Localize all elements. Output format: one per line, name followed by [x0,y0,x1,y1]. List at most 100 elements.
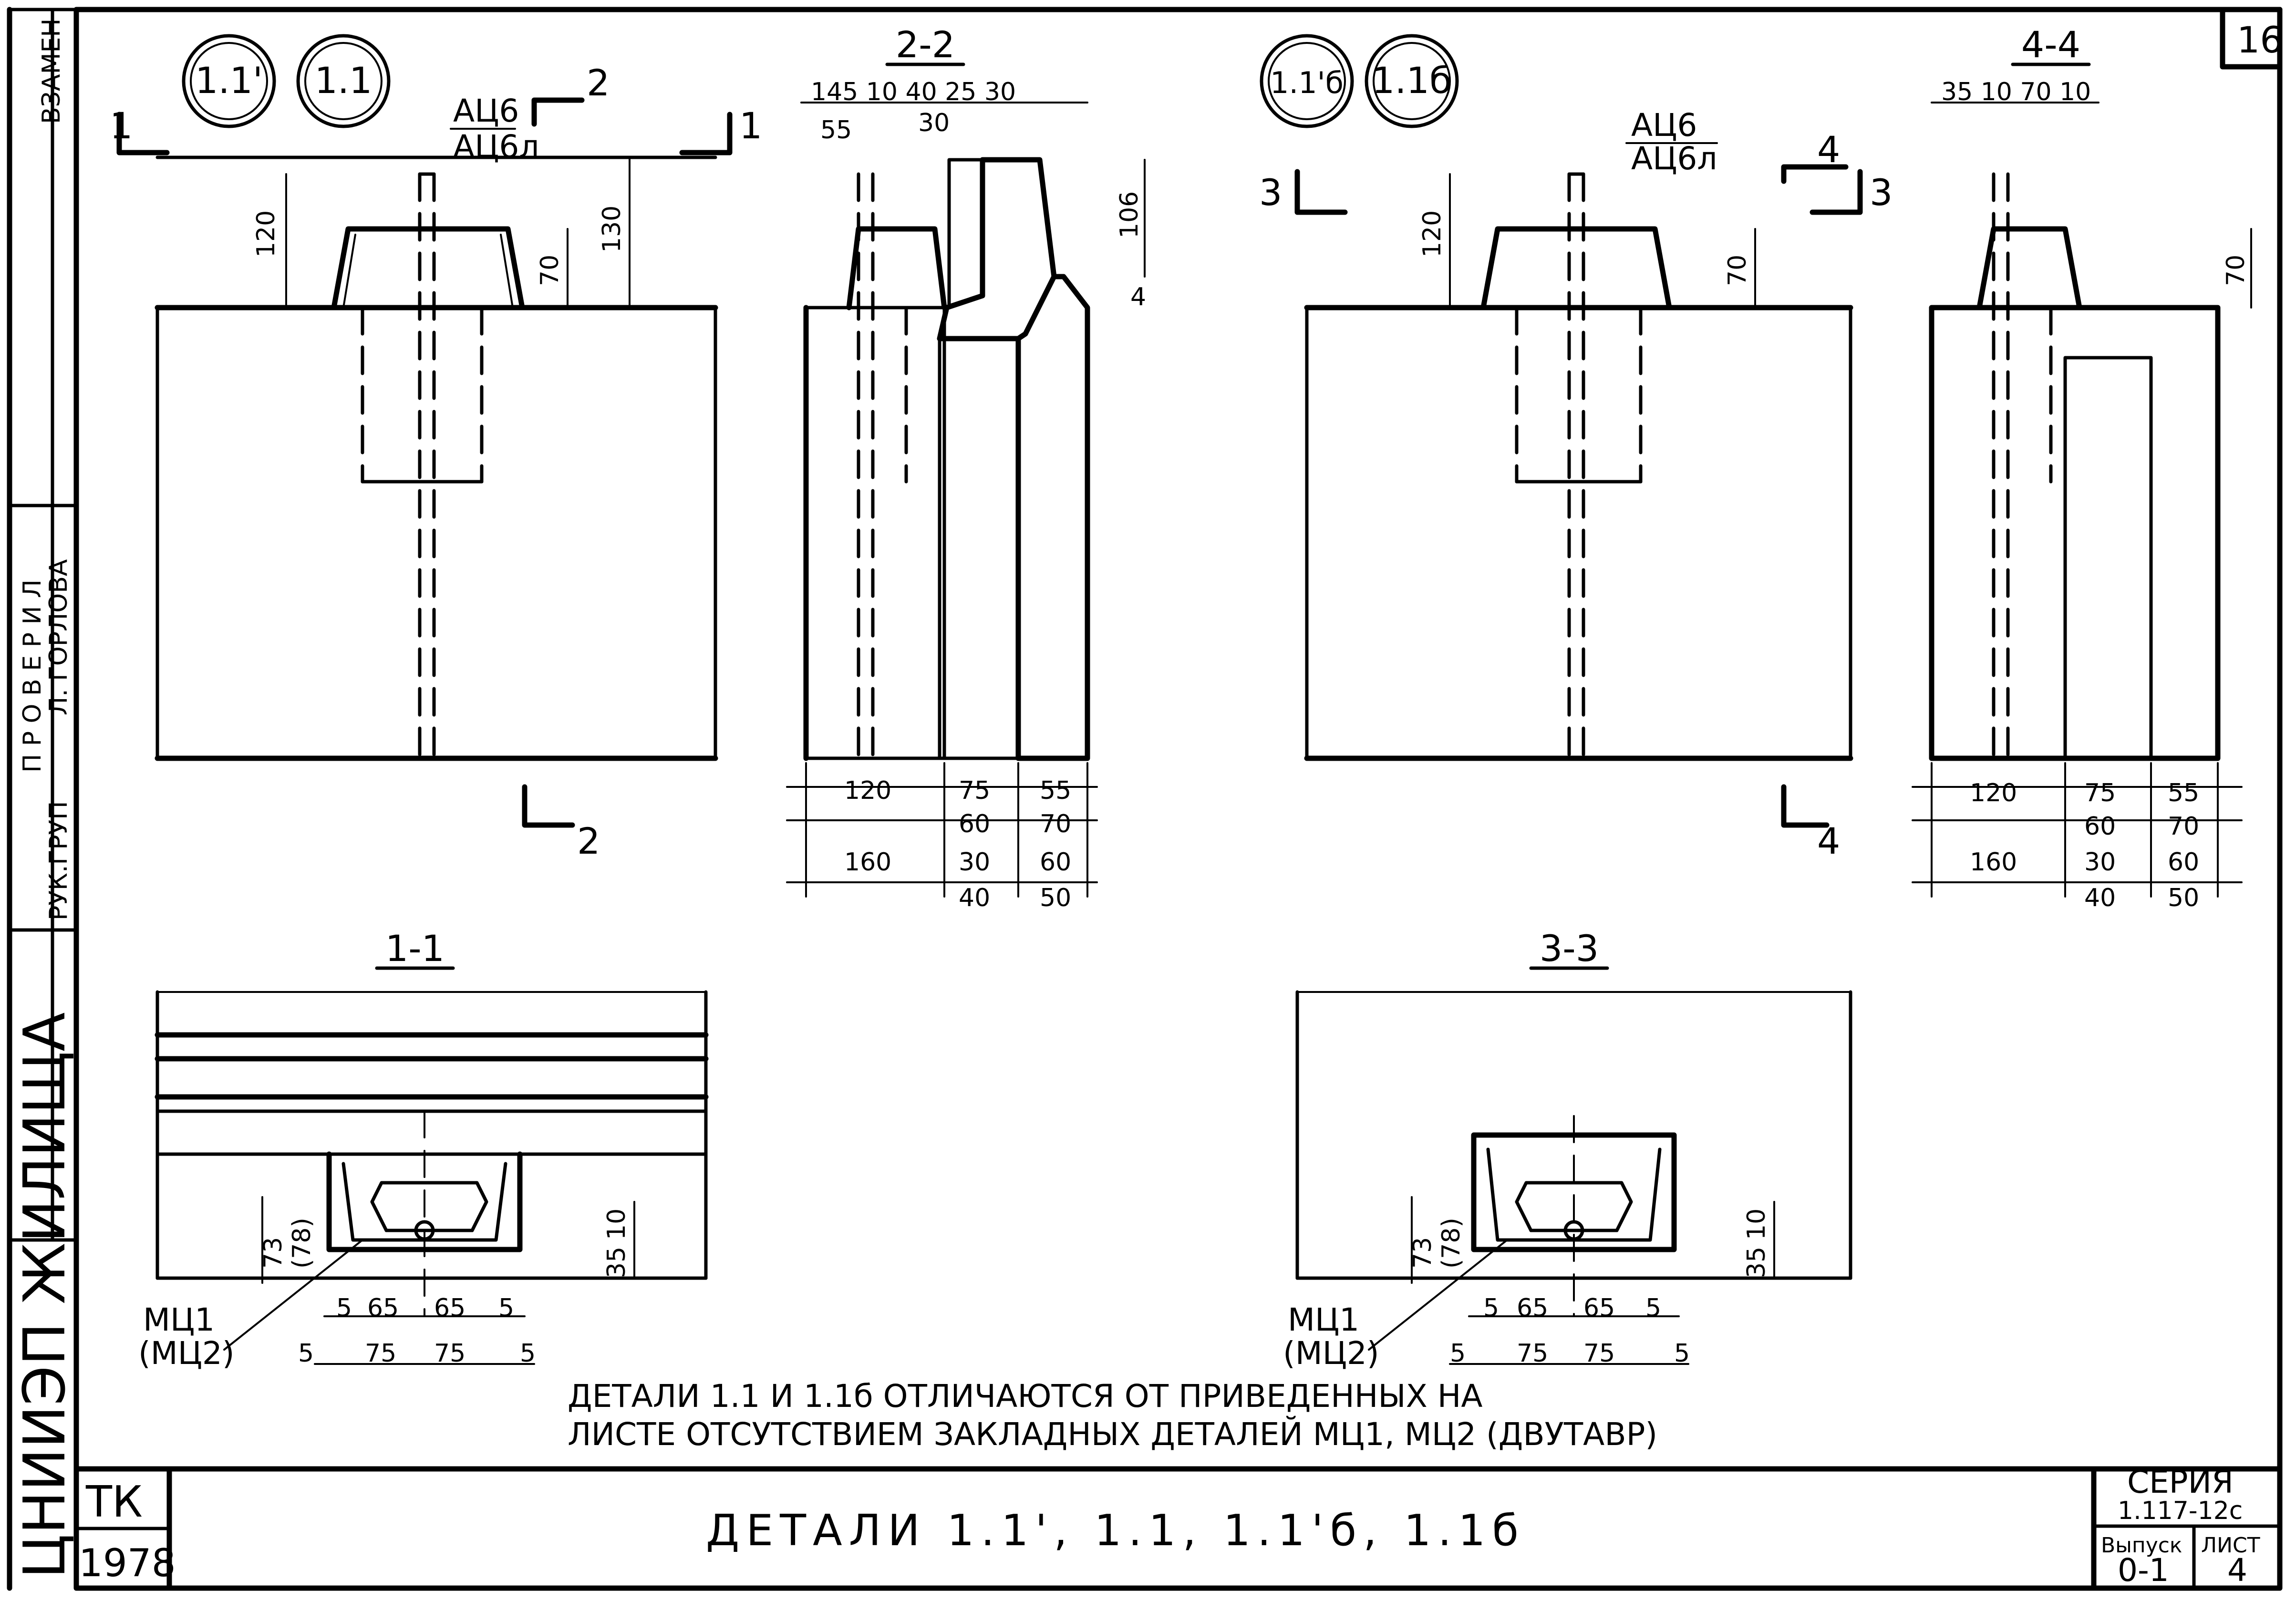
svg-text:70: 70 [1040,810,1071,838]
sheet-number-box [2220,7,2283,70]
series-label: СЕРИЯ [2127,1464,2234,1500]
margin-institute: ЦНИИЭП ЖИЛИЩА [12,1012,78,1579]
svg-text:160: 160 [1970,848,2017,877]
series-value: 1.117-12с [2118,1497,2243,1525]
svg-text:1: 1 [110,104,133,147]
svg-text:4: 4 [1130,283,1146,311]
svg-text:65: 65 [434,1294,465,1322]
detail-marker-d: 1.1б [1365,34,1459,128]
svg-text:(78): (78) [1437,1218,1466,1269]
section-2-2: 2-2 145 10 40 25 30 55 30 106 4 120 75 5… [786,23,1146,912]
svg-text:3: 3 [1870,171,1893,214]
svg-text:3: 3 [1259,171,1282,214]
section-3-3: 3-3 73 (78) 10 35 МЦ1 (МЦ2) 5 65 65 5 5 … [1283,927,1852,1372]
svg-text:5: 5 [1450,1339,1466,1368]
svg-text:120: 120 [844,776,891,805]
svg-text:АЦ6: АЦ6 [1631,107,1697,144]
svg-text:4: 4 [1817,128,1840,171]
svg-text:4: 4 [1817,820,1840,862]
svg-text:73: 73 [259,1237,288,1269]
svg-text:1.1: 1.1 [315,59,372,102]
section-1-1: 1-1 73 (78) 10 35 МЦ1 (МЦ2) 5 65 65 5 5 … [138,927,709,1372]
svg-text:50: 50 [1040,884,1071,912]
sheet-title: ДЕТАЛИ 1.1', 1.1, 1.1'б, 1.1б [706,1506,1525,1556]
svg-text:1.1': 1.1' [195,59,263,102]
svg-text:5: 5 [520,1339,536,1368]
svg-text:55: 55 [820,116,852,145]
svg-text:70: 70 [1723,255,1752,286]
detail-marker-c: 1.1'б [1260,34,1354,128]
label-mc2: (МЦ2) [138,1335,235,1372]
note-line-1: ДЕТАЛИ 1.1 И 1.1б ОТЛИЧАЮТСЯ ОТ ПРИВЕДЕН… [568,1378,1483,1415]
svg-text:65: 65 [1517,1294,1548,1322]
svg-text:60: 60 [1040,848,1071,877]
svg-text:2: 2 [577,820,600,862]
svg-text:75: 75 [1517,1339,1548,1368]
label-ac6: АЦ6 [453,93,519,129]
svg-text:120: 120 [1970,779,2017,807]
label-ac6l: АЦ6л [453,128,539,165]
issue-value: 0-1 [2118,1552,2169,1589]
section-2-2-title: 2-2 [896,23,955,66]
margin-ruk-grup: РУК.ГРУП [44,801,73,920]
svg-text:(МЦ2): (МЦ2) [1283,1335,1379,1372]
svg-text:75: 75 [1583,1339,1615,1368]
stamp-year: 1978 [79,1541,176,1585]
list-label: ЛИСТ [2201,1533,2260,1558]
section-3-3-title: 3-3 [1540,927,1599,970]
svg-text:1.1'б: 1.1'б [1270,65,1344,100]
svg-text:35: 35 [1742,1247,1771,1278]
svg-text:2: 2 [587,62,610,104]
issue-label: Выпуск [2101,1533,2182,1558]
svg-text:75: 75 [2084,779,2116,807]
svg-text:75: 75 [434,1339,465,1368]
stamp-org: ТК [85,1477,143,1527]
svg-text:160: 160 [844,848,891,877]
svg-text:40: 40 [2084,884,2116,912]
svg-text:5: 5 [498,1294,514,1322]
svg-text:65: 65 [1583,1294,1615,1322]
svg-text:73: 73 [1408,1237,1437,1269]
sheet-border [73,7,2283,1591]
svg-text:1: 1 [739,104,762,147]
svg-text:1.1б: 1.1б [1372,59,1452,102]
svg-text:75: 75 [365,1339,396,1368]
margin-proveril: П Р О В Е Р И Л [18,579,47,773]
svg-text:130: 130 [598,206,626,253]
svg-text:10: 10 [1742,1208,1771,1240]
sheet-number: 16 [2237,19,2283,61]
svg-text:30: 30 [959,848,990,877]
svg-text:70: 70 [2222,255,2250,286]
svg-text:70: 70 [2168,812,2199,841]
svg-text:10: 10 [602,1208,631,1240]
svg-text:120: 120 [252,210,280,258]
svg-text:106: 106 [1115,191,1144,238]
svg-text:(78): (78) [288,1218,316,1269]
detail-marker-b: 1.1 [296,34,391,128]
elevation-detail-1-1: 120 130 70 1 1 2 2 АЦ6 АЦ6л [110,62,762,862]
svg-text:5: 5 [336,1294,352,1322]
margin-name: Л. ГОРЛОВА [44,559,73,715]
svg-text:30: 30 [2084,848,2116,877]
label-mc1: МЦ1 [143,1301,215,1338]
svg-text:60: 60 [2168,848,2199,877]
svg-text:60: 60 [2084,812,2116,841]
svg-text:70: 70 [536,255,564,286]
svg-text:65: 65 [367,1294,399,1322]
section-4-4-title: 4-4 [2021,23,2080,66]
svg-text:АЦ6л: АЦ6л [1631,140,1717,177]
section-1-1-title: 1-1 [385,927,445,970]
svg-text:55: 55 [2168,779,2199,807]
svg-text:75: 75 [959,776,990,805]
svg-text:35: 35 [602,1247,631,1278]
detail-marker-a: 1.1' [182,34,276,128]
svg-text:55: 55 [1040,776,1071,805]
svg-text:60: 60 [959,810,990,838]
svg-text:5: 5 [1645,1294,1661,1322]
svg-text:50: 50 [2168,884,2199,912]
svg-text:40: 40 [959,884,990,912]
section-4-4: 4-4 35 10 70 10 70 120 75 55 60 70 160 3… [1912,23,2252,912]
svg-text:5: 5 [1483,1294,1499,1322]
